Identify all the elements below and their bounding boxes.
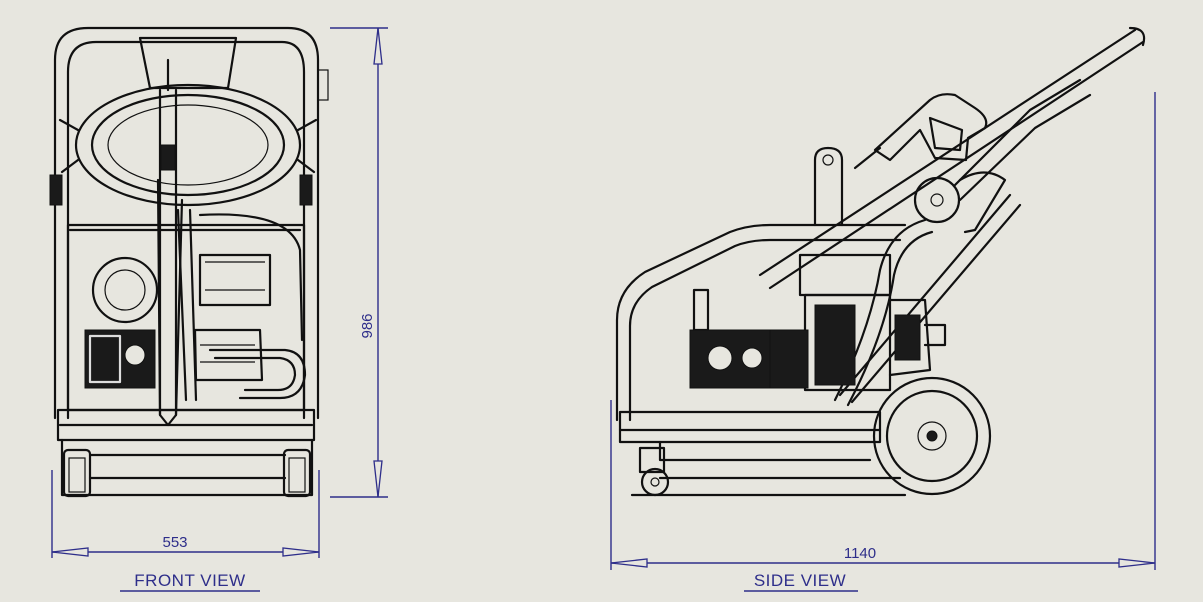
side-rear-wheel — [872, 376, 992, 496]
side-caster — [638, 446, 670, 497]
front-caster-right — [282, 448, 312, 498]
dimension-lines — [51, 27, 1156, 570]
side-engine — [798, 253, 947, 392]
front-funnel — [138, 36, 238, 90]
side-handle — [758, 28, 1145, 290]
side-main-frame — [615, 223, 907, 422]
front-handle-frame — [53, 26, 320, 420]
front-base — [56, 408, 316, 442]
front-width-dimension: 553 — [162, 534, 187, 551]
front-caster-left — [62, 448, 92, 498]
side-chassis — [618, 410, 882, 444]
side-view-label: SIDE VIEW — [754, 571, 846, 590]
front-view — [49, 26, 329, 498]
front-height-dimension: 986 — [359, 313, 376, 338]
side-hinge — [913, 176, 961, 224]
side-lifting-lug — [813, 146, 844, 227]
side-pump — [689, 288, 809, 389]
side-view — [615, 26, 1146, 497]
side-length-dimension: 1140 — [844, 545, 876, 562]
side-spray-gun — [873, 93, 988, 162]
front-hose-reel — [74, 83, 302, 207]
front-lance — [158, 88, 178, 417]
front-view-label: FRONT VIEW — [134, 571, 245, 590]
